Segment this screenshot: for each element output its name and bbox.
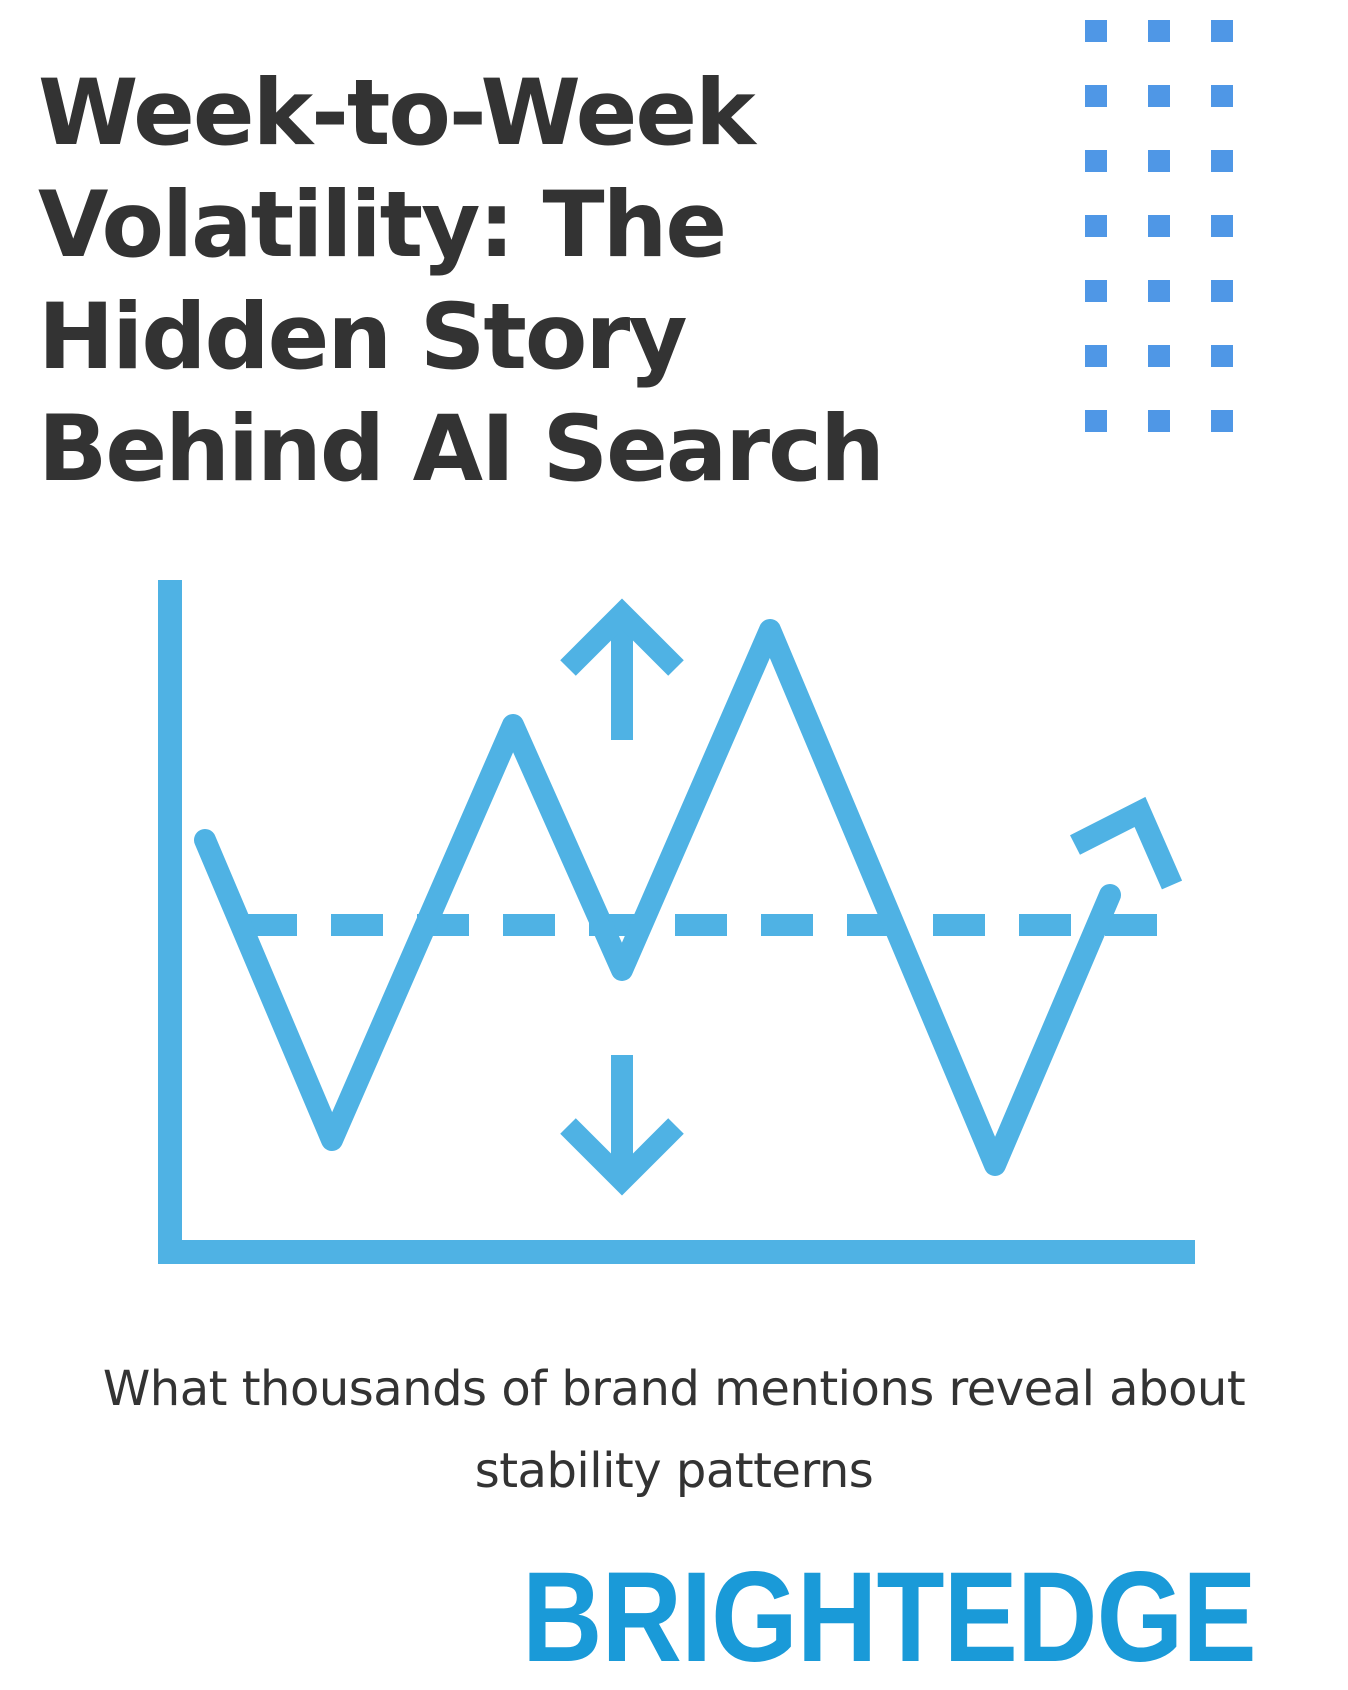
up-arrow-icon (560, 598, 684, 740)
subtitle-line-1: What thousands of brand mentions reveal … (102, 1361, 1246, 1417)
chart-axes (158, 580, 1195, 1264)
down-arrow-icon (560, 1055, 684, 1196)
title-line-1: Week-to-Week (38, 61, 756, 166)
volatility-zigzag-line (194, 619, 1121, 1176)
title-line-4: Behind AI Search (38, 397, 885, 502)
page-title: Week-to-Week Volatility: The Hidden Stor… (38, 58, 938, 506)
subtitle: What thousands of brand mentions reveal … (0, 1348, 1348, 1512)
title-line-3: Hidden Story (38, 285, 688, 390)
title-line-2: Volatility: The (38, 173, 727, 278)
dot-grid-decoration (1085, 20, 1233, 432)
brightedge-logo: BRIGHTEDGE (522, 1546, 1257, 1689)
trend-arrow-icon (1070, 796, 1183, 890)
subtitle-line-2: stability patterns (474, 1443, 874, 1499)
